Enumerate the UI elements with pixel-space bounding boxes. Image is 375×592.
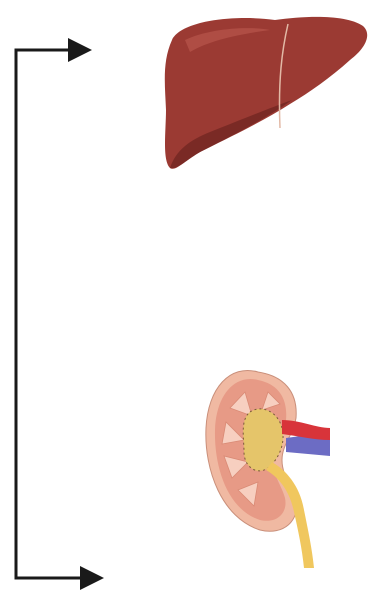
arrow-head-top <box>68 38 92 62</box>
kidney-illustration <box>206 370 330 568</box>
liver-illustration <box>165 17 367 169</box>
arrow-head-bottom <box>80 566 104 590</box>
bracket-line <box>16 50 80 578</box>
bracket-connector <box>16 38 104 590</box>
